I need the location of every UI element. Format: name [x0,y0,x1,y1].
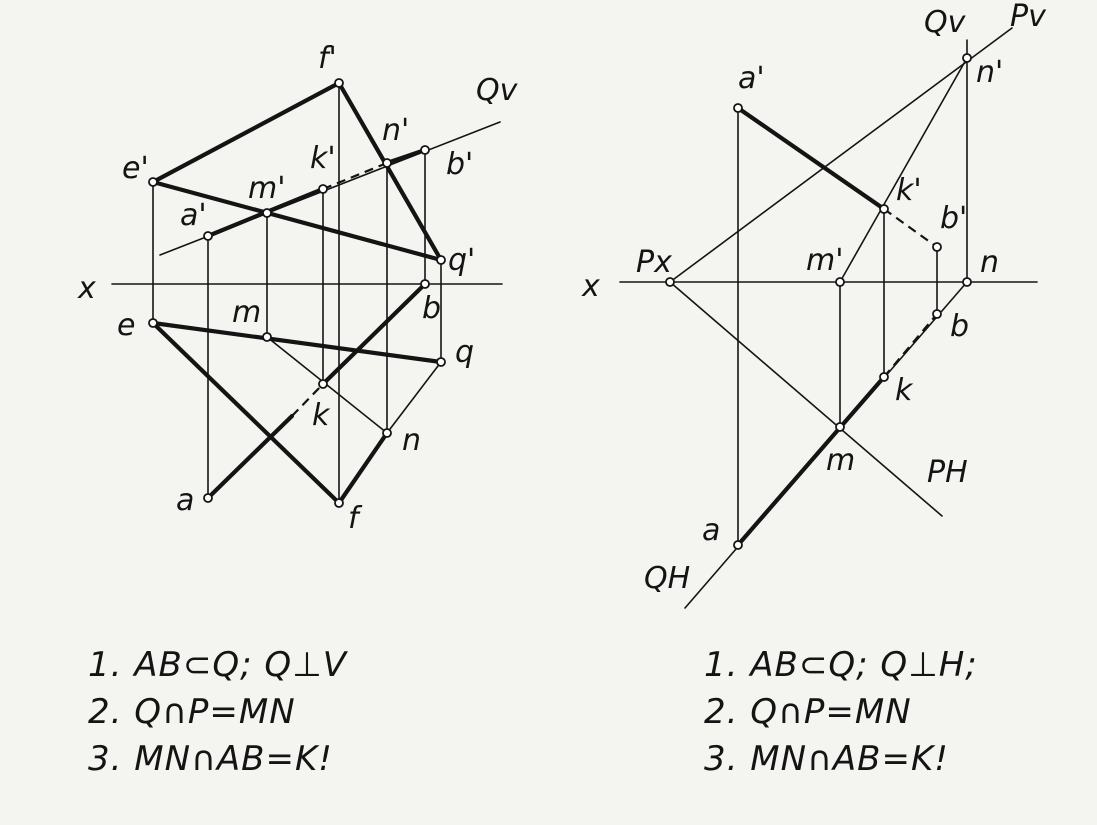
left-point-e' [148,177,158,187]
left-edge-e'q' [150,179,444,263]
left-edge-eq [150,320,444,365]
right-point-m' [835,277,845,287]
left-line-ak-hidden [291,383,324,417]
right-label-b': b' [940,201,967,236]
left-label-qv: Qv [476,73,519,108]
right-label-m': m' [806,243,843,278]
right-label-m: m [826,443,855,478]
left-note-3: 3. MN∩AB=K! [88,739,333,779]
left-label-x: x [77,271,96,306]
left-point-m [262,332,272,342]
right-point-px [665,277,675,287]
left-point-f' [334,78,344,88]
left-point-a' [203,231,213,241]
right-label-x: x [581,269,600,304]
left-point-k [318,379,328,389]
left-label-f: f [348,501,363,536]
left-label-a': a' [180,198,207,233]
left-label-f': f' [318,41,337,76]
left-label-n': n' [382,113,409,148]
right-line-m'n' [839,57,968,283]
left-edge-e'f' [150,80,342,185]
right-note-3: 3. MN∩AB=K! [704,739,949,779]
left-point-b' [420,145,430,155]
left-edge-f'q' [336,80,444,263]
right-line-k'b'-hidden [883,208,938,248]
left-diagram: x f' Qv e' k' n' b' m' a' q' e m b q k n… [77,41,519,536]
left-label-a: a [176,483,194,518]
right-label-qh: QH [644,561,690,596]
left-edge-nq [386,361,442,434]
left-label-n: n [402,423,421,458]
left-line-kb [320,281,428,387]
left-label-m: m [232,295,261,330]
right-point-n [962,277,972,287]
left-point-q [436,357,446,367]
left-label-q: q [455,335,474,370]
left-point-f [334,498,344,508]
left-note-2: 2. Q∩P=MN [88,692,296,732]
left-label-e': e' [122,151,149,186]
right-pv-trace [669,27,1013,283]
left-point-e [148,318,158,328]
left-point-n [382,428,392,438]
left-line-n'b' [384,147,428,166]
right-ph-trace [669,281,943,517]
right-label-b: b [950,309,969,344]
left-point-q' [436,255,446,265]
right-label-a': a' [738,61,765,96]
right-diagram: x Qv Pv a' n' k' b' Px m' n b k m PH a Q… [581,0,1047,609]
left-point-m' [262,208,272,218]
right-note-2: 2. Q∩P=MN [704,692,912,732]
left-label-m': m' [248,171,285,206]
right-line-kb-hidden [883,313,938,378]
left-label-b': b' [446,147,473,182]
left-label-b: b [422,291,441,326]
left-label-k: k [312,398,331,433]
left-note-1: 1. AB⊂Q; Q⊥V [88,645,347,685]
left-point-b [420,279,430,289]
right-label-pv: Pv [1010,0,1047,34]
right-point-m [835,422,845,432]
left-line-k'n'-hidden [322,161,388,191]
left-point-a [203,493,213,503]
left-edge-ef [150,320,342,506]
right-point-b' [932,242,942,252]
left-label-k': k' [310,141,336,176]
right-label-k: k [895,373,914,408]
right-line-ak [735,374,887,548]
right-note-1: 1. AB⊂Q; Q⊥H; [704,645,978,685]
right-point-n' [962,53,972,63]
right-label-a: a [702,513,720,548]
left-point-n' [382,158,392,168]
right-line-a'k' [735,105,887,212]
left-label-q': q' [448,243,475,278]
right-label-n: n [980,245,999,280]
right-label-px: Px [636,245,672,280]
left-point-k' [318,184,328,194]
right-point-a [733,540,743,550]
right-point-k' [879,204,889,214]
left-line-a-segment [205,413,295,501]
right-label-ph: PH [927,455,968,490]
right-label-qv: Qv [924,5,967,40]
left-label-e: e [117,308,135,343]
right-point-a' [733,103,743,113]
left-edge-fn [336,430,390,506]
right-point-k [879,372,889,382]
right-label-k': k' [896,173,922,208]
right-point-b [932,309,942,319]
right-label-n': n' [976,55,1003,90]
